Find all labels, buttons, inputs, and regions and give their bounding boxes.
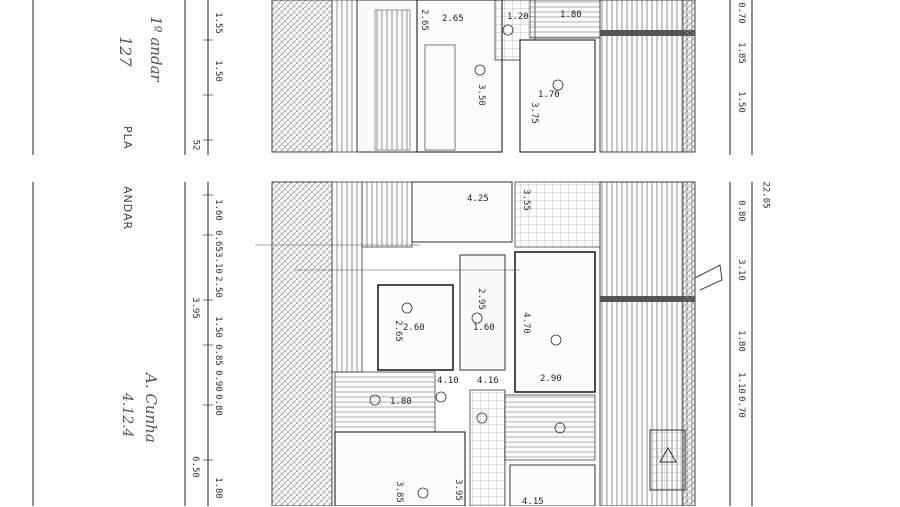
dim-right: 1.85 <box>735 42 746 64</box>
room-dim: 2.90 <box>540 374 562 384</box>
room-dim: 3.50 <box>475 84 486 106</box>
dim-right: 0.70 <box>735 396 746 418</box>
dim-right: 0.70 <box>735 2 746 24</box>
sheet-title-top: PLA <box>121 126 134 150</box>
room-dim: 1.60 <box>473 323 495 333</box>
upper-floor-block <box>271 0 696 153</box>
dimension-ticks-left <box>203 39 213 461</box>
sheet-border <box>32 0 753 506</box>
room-dim: 1.70 <box>538 90 560 100</box>
dim-left: 0.65 <box>212 230 223 252</box>
handwritten-note-top-2: 127 <box>116 36 135 67</box>
room-dim: 4.70 <box>520 312 531 334</box>
handwritten-note-top: 1º andar <box>147 16 165 82</box>
room-markers <box>369 24 566 499</box>
dim-right: 0.80 <box>735 200 746 222</box>
room-dim: 2.65 <box>418 9 429 31</box>
dim-left: 1.80 <box>212 477 223 499</box>
dim-left: 1.50 <box>212 316 223 338</box>
dim-left: 1.50 <box>212 60 223 82</box>
dim-left: 1.55 <box>212 12 223 34</box>
room-dim: 3.95 <box>452 479 463 501</box>
dim-right: 1.80 <box>735 330 746 352</box>
room-dim: 3.75 <box>528 102 539 124</box>
handwritten-note-bottom-2: 4.12.4 <box>119 393 135 438</box>
room-dim: 2.95 <box>475 288 486 310</box>
room-dim: 1.20 <box>507 12 529 22</box>
room-dim: 2.60 <box>403 323 425 333</box>
room-dim: 4.16 <box>477 376 499 386</box>
dim-left: 0.85 <box>212 344 223 366</box>
dim-left: 3.10 <box>212 252 223 274</box>
room-dim: 4.15 <box>522 497 544 507</box>
dim-left: 0.80 <box>212 394 223 416</box>
dim-right: 22.05 <box>760 181 771 209</box>
room-dim: 1.80 <box>560 10 582 20</box>
room-dim: 2.65 <box>392 320 403 342</box>
dim-left: 0.90 <box>212 370 223 392</box>
dim-left: 3.95 <box>189 297 200 319</box>
room-dim: 4.25 <box>467 194 489 204</box>
handwritten-note-bottom: A. Cunha <box>142 373 160 443</box>
lower-floor-block <box>255 181 723 506</box>
dim-left: 6.50 <box>189 456 200 478</box>
room-dim: 3.55 <box>520 189 531 211</box>
room-dim: 3.85 <box>393 481 404 503</box>
room-dim: 1.80 <box>390 397 412 407</box>
room-dim: 2.65 <box>442 14 464 24</box>
dim-left: 52 <box>190 139 201 151</box>
dim-right: 1.10 <box>735 372 746 394</box>
dim-left: 1.60 <box>212 199 223 221</box>
dim-right: 3.10 <box>735 259 746 281</box>
dim-right: 1.50 <box>735 91 746 113</box>
sheet-title-bottom: ANDAR <box>121 186 134 231</box>
room-dim: 4.10 <box>437 376 459 386</box>
dim-left: 2.50 <box>212 276 223 298</box>
